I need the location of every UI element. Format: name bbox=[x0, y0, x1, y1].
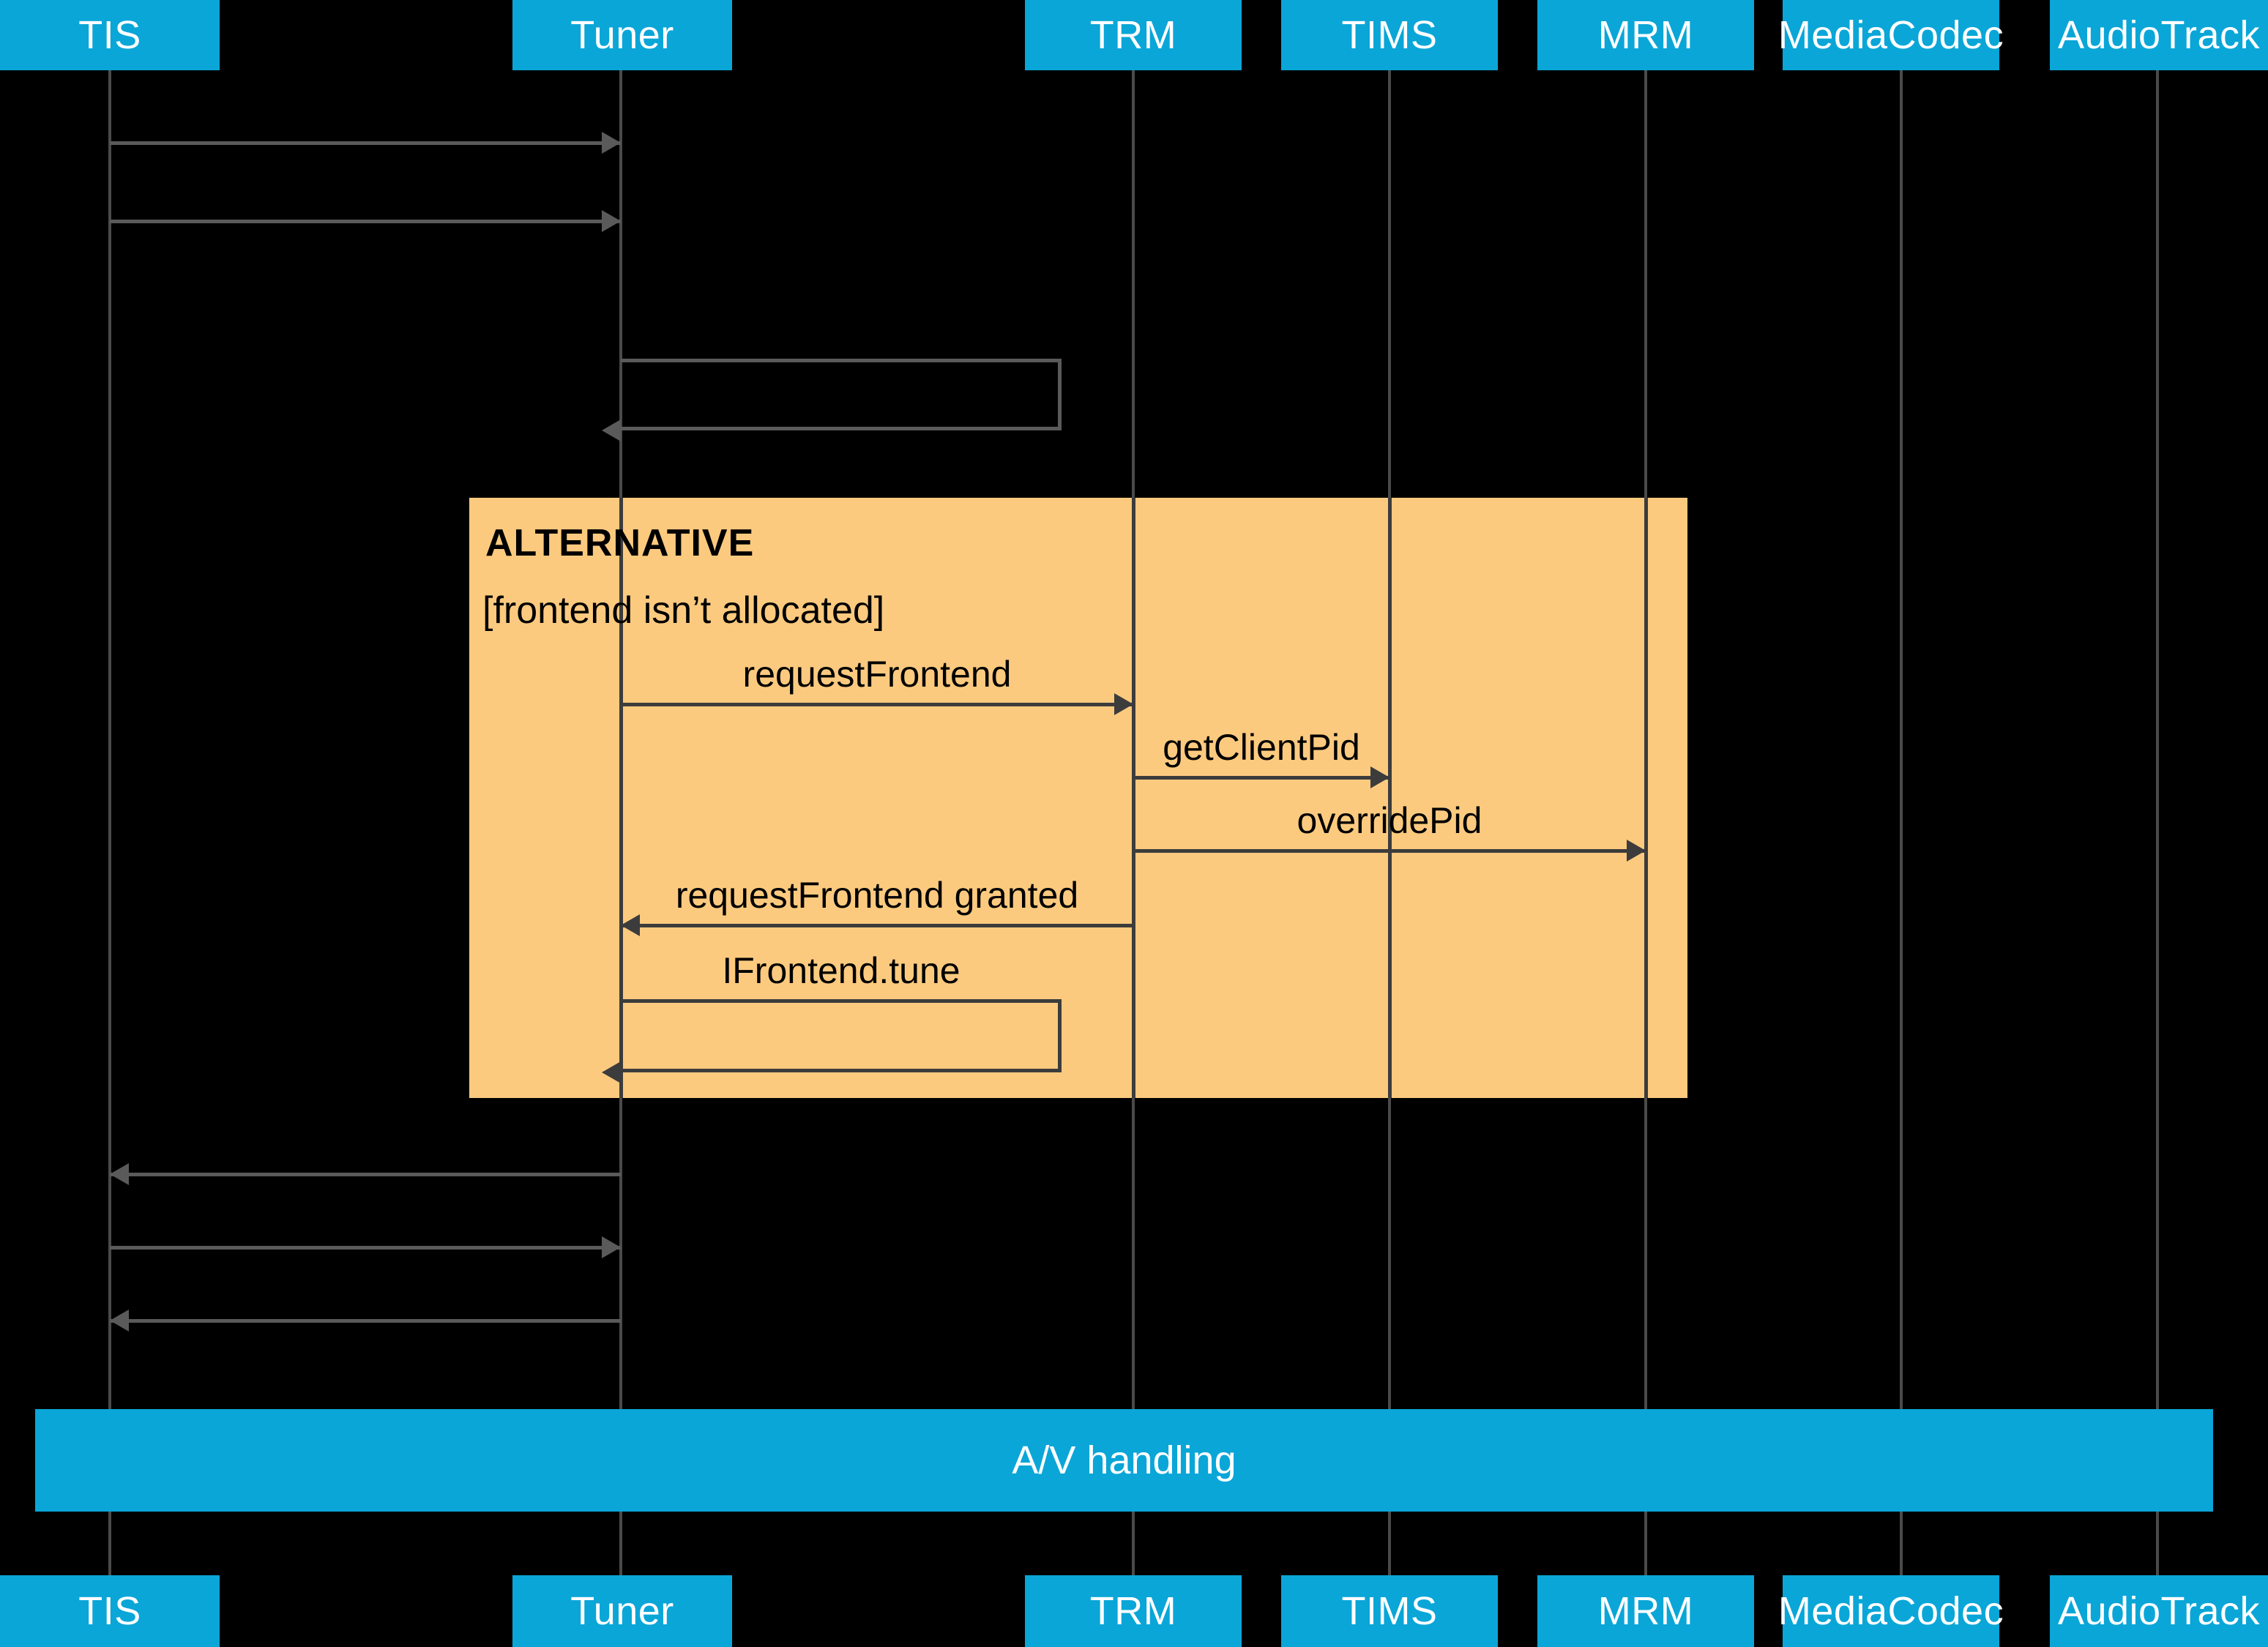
message-shaft-m1 bbox=[110, 141, 621, 145]
alt-fragment-kind-label: ALTERNATIVE bbox=[485, 522, 755, 564]
self-message-m3 bbox=[621, 359, 1062, 430]
lifeline-audiotrack bbox=[2156, 70, 2159, 1575]
actor-header-trm[interactable]: TRM bbox=[1025, 0, 1242, 70]
actor-header-audiotrack[interactable]: AudioTrack bbox=[2050, 0, 2268, 70]
arrowhead-m6 bbox=[1627, 840, 1646, 862]
actor-footer-label-audiotrack: AudioTrack bbox=[2057, 1589, 2261, 1633]
self-message-m8 bbox=[621, 999, 1062, 1072]
message-shaft-m9 bbox=[110, 1173, 621, 1176]
arrowhead-m10 bbox=[602, 1236, 621, 1258]
message-shaft-m7 bbox=[621, 924, 1133, 927]
arrowhead-m7 bbox=[621, 914, 640, 936]
alt-fragment-box bbox=[469, 498, 1687, 1098]
actor-header-label-trm: TRM bbox=[1089, 13, 1177, 57]
actor-footer-audiotrack[interactable]: AudioTrack bbox=[2050, 1575, 2268, 1647]
arrowhead-m9 bbox=[110, 1163, 129, 1185]
alt-lifeline-mrm bbox=[1644, 498, 1648, 1098]
message-shaft-m6 bbox=[1133, 849, 1646, 853]
actor-header-label-tis: TIS bbox=[78, 13, 141, 57]
actor-header-mediacodec[interactable]: MediaCodec bbox=[1778, 0, 2004, 70]
actor-footer-label-tuner: Tuner bbox=[570, 1589, 674, 1633]
message-shaft-m10 bbox=[110, 1246, 621, 1250]
arrowhead-m3 bbox=[602, 419, 621, 441]
message-label-m5: getClientPid bbox=[1163, 727, 1360, 768]
actor-header-label-mrm: MRM bbox=[1597, 13, 1694, 57]
arrowhead-m5 bbox=[1370, 766, 1389, 788]
arrowhead-m4 bbox=[1114, 693, 1133, 715]
actor-header-tims[interactable]: TIMS bbox=[1281, 0, 1498, 70]
message-shaft-m4 bbox=[621, 703, 1133, 706]
message-label-m7: requestFrontend granted bbox=[675, 875, 1079, 916]
arrowhead-m8 bbox=[602, 1061, 621, 1083]
alt-lifeline-trm bbox=[1132, 498, 1135, 1098]
alt-lifeline-tims bbox=[1388, 498, 1392, 1098]
actor-header-label-audiotrack: AudioTrack bbox=[2057, 13, 2261, 57]
actor-footer-trm[interactable]: TRM bbox=[1025, 1575, 1242, 1647]
arrowhead-m11 bbox=[110, 1310, 129, 1332]
alt-lifeline-tuner bbox=[619, 498, 623, 1098]
arrowhead-m2 bbox=[602, 210, 621, 232]
actor-footer-tuner[interactable]: Tuner bbox=[512, 1575, 732, 1647]
av-handling-label: A/V handling bbox=[1012, 1438, 1236, 1482]
actor-header-tis[interactable]: TIS bbox=[0, 0, 220, 70]
message-label-m4: requestFrontend bbox=[742, 654, 1012, 695]
actor-footer-mediacodec[interactable]: MediaCodec bbox=[1778, 1575, 2004, 1647]
actor-footer-label-mrm: MRM bbox=[1597, 1589, 1694, 1633]
arrowhead-m1 bbox=[602, 132, 621, 154]
actor-footer-tims[interactable]: TIMS bbox=[1281, 1575, 1498, 1647]
actor-footer-label-tis: TIS bbox=[78, 1589, 141, 1633]
actor-footer-tis[interactable]: TIS bbox=[0, 1575, 220, 1647]
lifeline-mediacodec bbox=[1900, 70, 1903, 1575]
lifeline-tis bbox=[108, 70, 111, 1575]
message-label-m8: IFrontend.tune bbox=[722, 950, 960, 991]
message-label-m6: overridePid bbox=[1297, 800, 1482, 841]
actor-header-tuner[interactable]: Tuner bbox=[512, 0, 732, 70]
message-shaft-m11 bbox=[110, 1319, 621, 1323]
actor-header-label-mediacodec: MediaCodec bbox=[1778, 13, 2004, 57]
message-shaft-m5 bbox=[1133, 776, 1389, 780]
actor-footer-label-trm: TRM bbox=[1089, 1589, 1177, 1633]
av-handling-fragment[interactable]: A/V handling bbox=[35, 1409, 2213, 1512]
actor-header-mrm[interactable]: MRM bbox=[1537, 0, 1754, 70]
alt-fragment-condition-label: [frontend isn’t allocated] bbox=[482, 589, 885, 632]
message-shaft-m2 bbox=[110, 220, 621, 223]
actor-footer-mrm[interactable]: MRM bbox=[1537, 1575, 1754, 1647]
actor-header-label-tuner: Tuner bbox=[570, 13, 674, 57]
actor-header-label-tims: TIMS bbox=[1341, 13, 1438, 57]
actor-footer-label-tims: TIMS bbox=[1341, 1589, 1438, 1633]
actor-footer-label-mediacodec: MediaCodec bbox=[1778, 1589, 2004, 1633]
